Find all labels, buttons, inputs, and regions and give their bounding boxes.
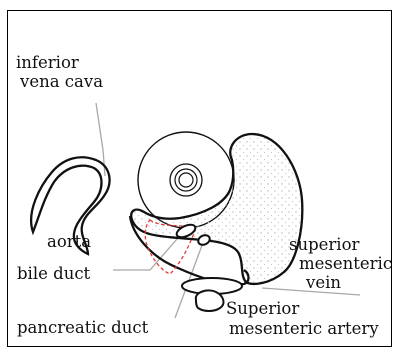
label-pancreatic-duct: pancreatic duct xyxy=(17,320,148,337)
label-superior-mesenteric-vein-line2: mesenteric xyxy=(299,256,392,273)
label-superior-mesenteric-artery-line2: mesenteric artery xyxy=(229,321,379,338)
label-inferior-vena-cava-line2: vena cava xyxy=(20,74,103,91)
label-superior-mesenteric-vein-line3: vein xyxy=(306,275,341,292)
label-superior-mesenteric-vein-line1: superior xyxy=(289,237,359,254)
label-aorta: aorta xyxy=(47,234,91,251)
label-superior-mesenteric-artery-line1: Superior xyxy=(226,301,299,318)
label-bile-duct: bile duct xyxy=(17,266,90,283)
label-inferior-vena-cava-line1: inferior xyxy=(16,55,79,72)
superior-mesenteric-artery-lobe xyxy=(196,290,224,311)
